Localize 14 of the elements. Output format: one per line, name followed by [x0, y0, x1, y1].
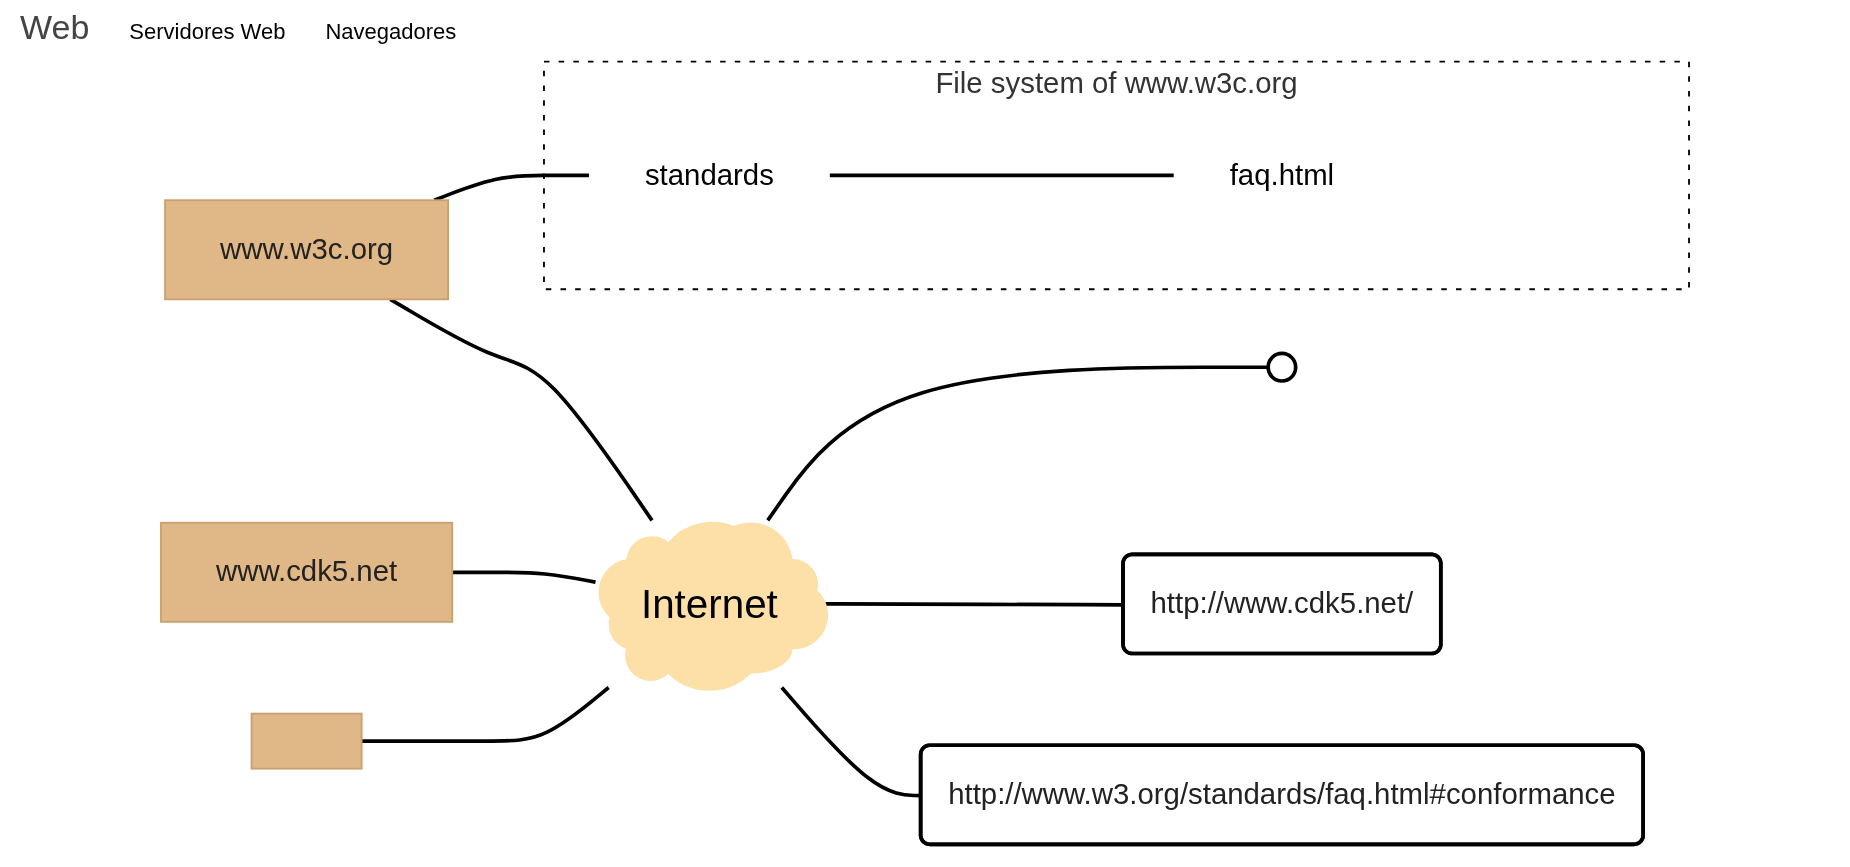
node-box — [250, 712, 363, 770]
heading-label: Navegadores — [325, 19, 457, 45]
heading-label: Servidores Web — [129, 19, 286, 45]
connector — [780, 686, 922, 798]
node-text: standards — [644, 158, 774, 191]
connector — [452, 570, 596, 584]
node-text: faq.html — [1229, 158, 1335, 191]
node-circle — [1266, 351, 1298, 383]
node-box: www.cdk5.net — [160, 521, 454, 623]
connector — [433, 173, 590, 202]
connector — [828, 173, 1175, 178]
node-box: www.w3c.org — [164, 199, 450, 301]
connector — [361, 686, 610, 743]
slide-title: Web — [20, 8, 90, 47]
